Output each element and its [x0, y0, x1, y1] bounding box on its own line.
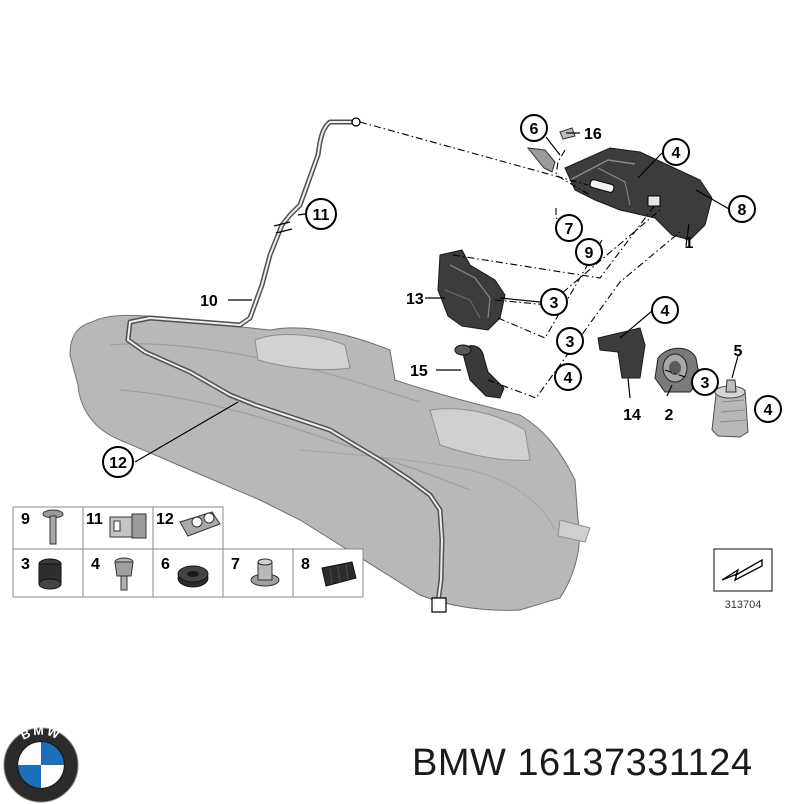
callout-6: 6 — [520, 114, 548, 142]
hose-part — [454, 344, 505, 399]
clip-icon — [109, 513, 147, 539]
hardware-legend: 9 11 12 3 4 6 7 8 — [12, 506, 364, 598]
callout-4-top: 4 — [662, 138, 690, 166]
bushing-icon — [250, 558, 280, 587]
svg-text:8: 8 — [738, 202, 747, 219]
legend-label-7: 7 — [231, 556, 240, 573]
arrow-icon — [721, 558, 763, 582]
svg-text:12: 12 — [109, 455, 127, 472]
callout-16: 16 — [584, 126, 602, 143]
diagram-number: 313704 — [725, 599, 762, 611]
double-clip-icon — [179, 511, 221, 537]
svg-text:9: 9 — [585, 245, 594, 262]
connection-lines — [359, 121, 689, 399]
callout-9: 9 — [575, 238, 603, 266]
rubber-ring-icon — [177, 565, 209, 588]
svg-text:10: 10 — [200, 293, 218, 310]
legend-label-6: 6 — [161, 556, 170, 573]
bmw-logo: BMW — [3, 726, 79, 803]
svg-text:3: 3 — [701, 375, 710, 392]
svg-text:15: 15 — [410, 363, 428, 380]
callout-15: 15 — [410, 363, 428, 380]
carbon-canister-housing — [564, 147, 713, 241]
callout-14: 14 — [623, 407, 641, 424]
svg-text:4: 4 — [564, 370, 573, 387]
callout-4-far: 4 — [754, 395, 782, 423]
orientation-indicator: 313704 — [713, 548, 773, 611]
svg-text:4: 4 — [672, 145, 681, 162]
svg-text:2: 2 — [665, 407, 674, 424]
callout-3-c: 3 — [691, 368, 719, 396]
legend-label-8: 8 — [301, 556, 310, 573]
grommet-icon — [38, 558, 62, 590]
callout-10: 10 — [200, 293, 218, 310]
callout-4-right: 4 — [651, 296, 679, 324]
callout-13: 13 — [406, 291, 424, 308]
filter-part — [711, 379, 749, 438]
callout-1: 1 — [685, 235, 694, 252]
legend-label-11: 11 — [86, 511, 103, 528]
part-caption: BMW 16137331124 — [412, 742, 753, 784]
callout-7: 7 — [555, 214, 583, 242]
svg-text:1: 1 — [685, 235, 694, 252]
svg-text:BMW: BMW — [19, 726, 64, 743]
callout-8: 8 — [728, 195, 756, 223]
svg-text:3: 3 — [550, 295, 559, 312]
callout-12: 12 — [102, 446, 134, 478]
svg-text:4: 4 — [661, 303, 670, 320]
svg-text:6: 6 — [530, 121, 539, 138]
svg-text:7: 7 — [565, 221, 574, 238]
bracket-part — [437, 249, 506, 331]
screw-icon — [114, 557, 134, 591]
svg-text:3: 3 — [566, 334, 575, 351]
legend-label-3: 3 — [21, 556, 30, 573]
svg-text:16: 16 — [584, 126, 602, 143]
callout-4-bottom: 4 — [554, 363, 582, 391]
fuel-tank — [69, 314, 591, 611]
svg-text:11: 11 — [313, 207, 330, 224]
bolt-icon — [42, 509, 64, 545]
callout-3-a: 3 — [540, 288, 568, 316]
callout-3-b: 3 — [556, 327, 584, 355]
pump-assembly — [597, 327, 701, 393]
fuel-line — [125, 117, 447, 613]
legend-label-12: 12 — [156, 511, 174, 528]
svg-text:4: 4 — [764, 402, 773, 419]
callout-11: 11 — [305, 198, 337, 230]
svg-text:13: 13 — [406, 291, 424, 308]
svg-text:5: 5 — [734, 343, 743, 360]
pad-icon — [321, 561, 357, 587]
svg-text:14: 14 — [623, 407, 641, 424]
callout-5: 5 — [734, 343, 743, 360]
legend-label-9: 9 — [21, 511, 30, 528]
callout-2: 2 — [665, 407, 674, 424]
legend-label-4: 4 — [91, 556, 100, 573]
